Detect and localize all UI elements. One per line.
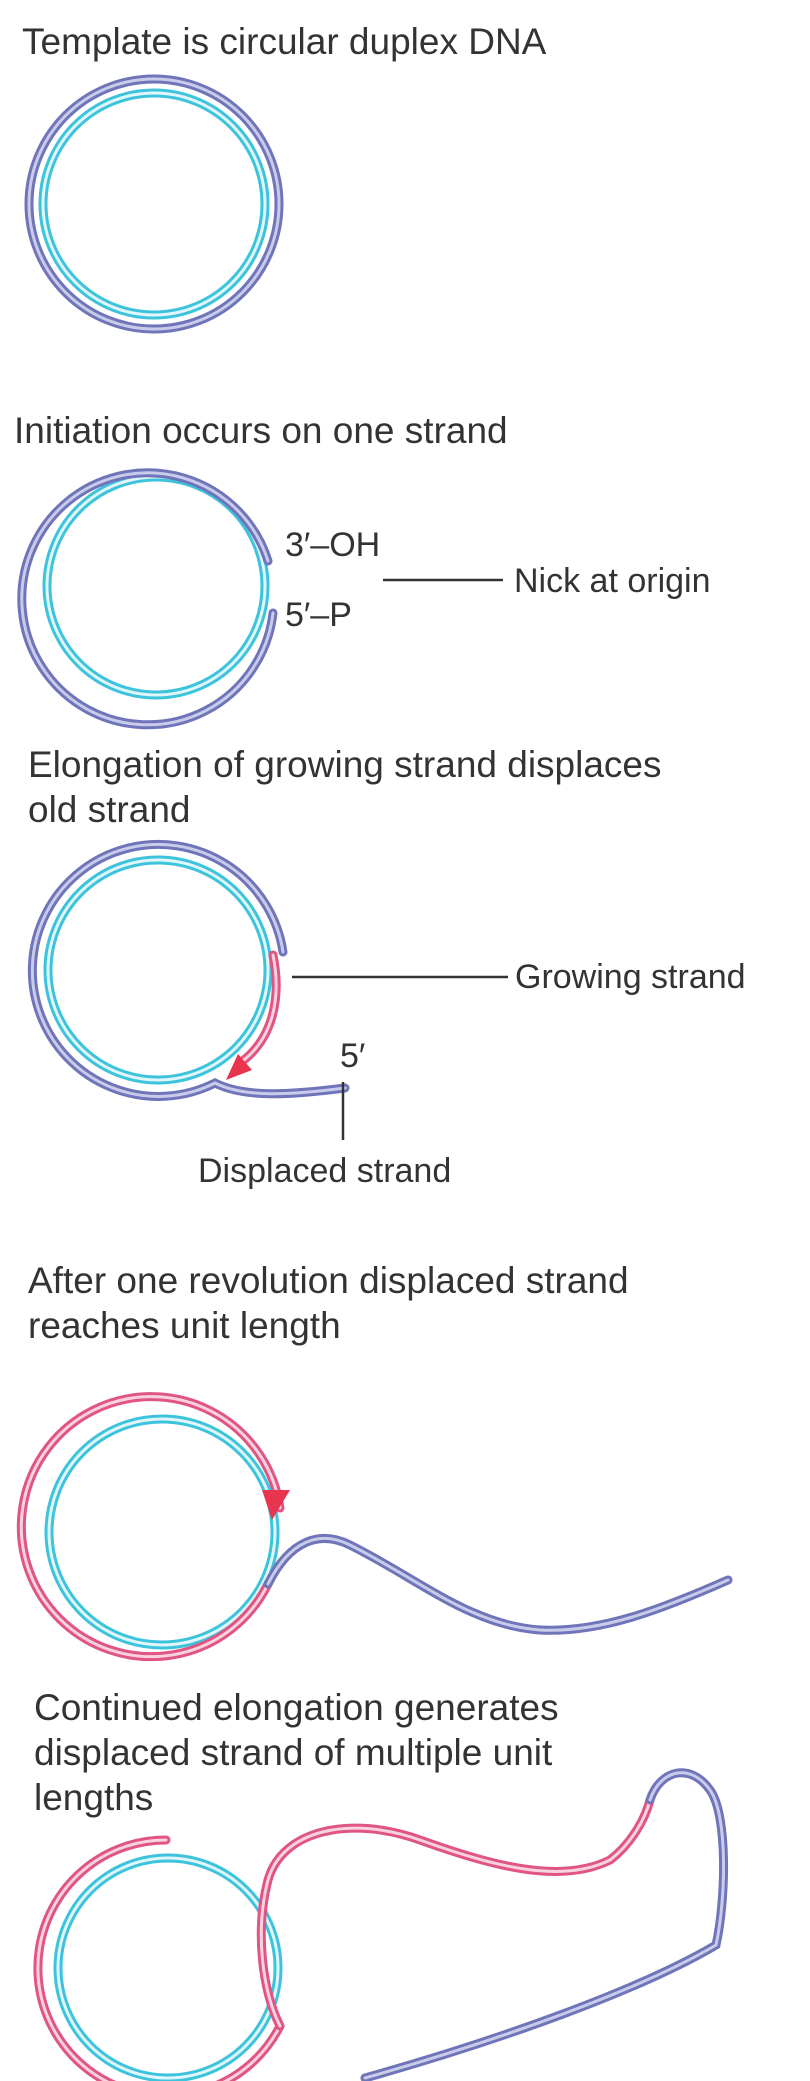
five-prime-p-label: 5′–P	[285, 596, 352, 634]
panel-5: Continued elongation generates displaced…	[34, 1687, 724, 2081]
displaced-strand-label: Displaced strand	[198, 1152, 451, 1190]
panel-2: Initiation occurs on one strand 3′–OH 5′…	[14, 410, 711, 725]
panel-1-caption: Template is circular duplex DNA	[22, 21, 547, 62]
panel-4: After one revolution displaced strand re…	[21, 1260, 728, 1657]
nicked-duplex-circle	[22, 473, 273, 725]
one-revolution-duplex	[21, 1397, 728, 1657]
panel-5-caption: Continued elongation generates displaced…	[34, 1687, 569, 1818]
growing-strand-label: Growing strand	[515, 958, 746, 996]
multiple-unit-duplex	[38, 1773, 724, 2081]
nick-at-origin-label: Nick at origin	[514, 562, 711, 600]
panel-2-caption: Initiation occurs on one strand	[14, 410, 508, 451]
displaced-unit-strand	[268, 1538, 728, 1630]
panel-4-caption: After one revolution displaced strand re…	[28, 1260, 639, 1346]
five-prime-label: 5′	[340, 1037, 365, 1075]
displaced-purple-tail	[365, 1773, 724, 2078]
template-duplex-circle	[29, 79, 279, 329]
old-outer-strand	[32, 844, 345, 1096]
panel-1: Template is circular duplex DNA	[22, 21, 547, 329]
panel-3-caption: Elongation of growing strand displaces o…	[28, 744, 672, 830]
three-prime-oh-label: 3′–OH	[285, 526, 380, 564]
panel-3: Elongation of growing strand displaces o…	[28, 744, 746, 1190]
elongation-duplex	[32, 844, 345, 1096]
